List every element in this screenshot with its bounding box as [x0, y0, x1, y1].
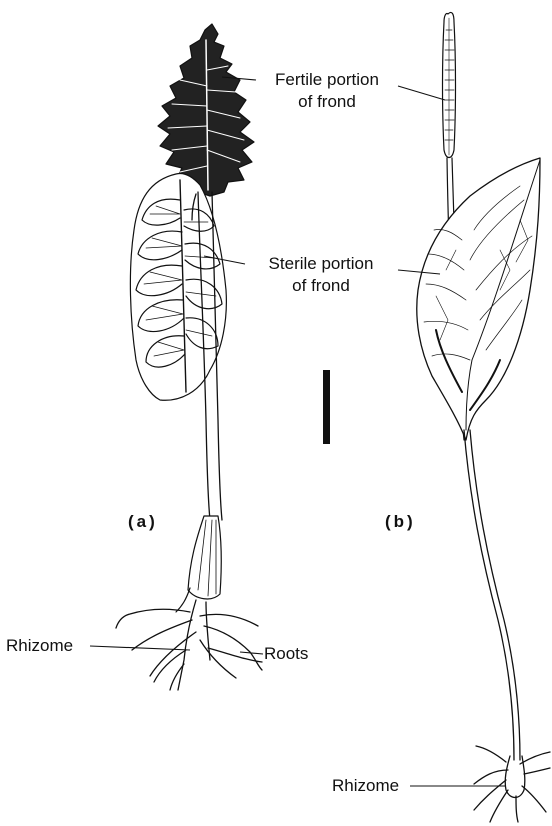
roots-a	[116, 600, 262, 690]
leaf-base-a	[176, 516, 221, 612]
fertile-frond-a	[158, 24, 254, 196]
plant-b	[417, 12, 550, 822]
fertile-label-line1: Fertile portion	[257, 70, 397, 90]
leader-fertile-b	[398, 86, 445, 100]
roots-b	[474, 746, 550, 822]
roots-label: Roots	[264, 644, 308, 664]
sterile-label-line1: Sterile portion	[245, 254, 397, 274]
panel-label-b: (b)	[385, 512, 416, 532]
rhizome-label-a: Rhizome	[6, 636, 73, 656]
fertile-label-line2: of frond	[257, 92, 397, 112]
rhizome-label-b: Rhizome	[332, 776, 399, 796]
scale-bar	[323, 370, 330, 444]
leader-lines	[90, 77, 506, 786]
sterile-label-line2: of frond	[245, 276, 397, 296]
plant-a	[116, 24, 262, 690]
sterile-leaf-b	[417, 158, 540, 440]
stalk-b	[464, 430, 520, 760]
panel-label-a: (a)	[128, 512, 158, 532]
